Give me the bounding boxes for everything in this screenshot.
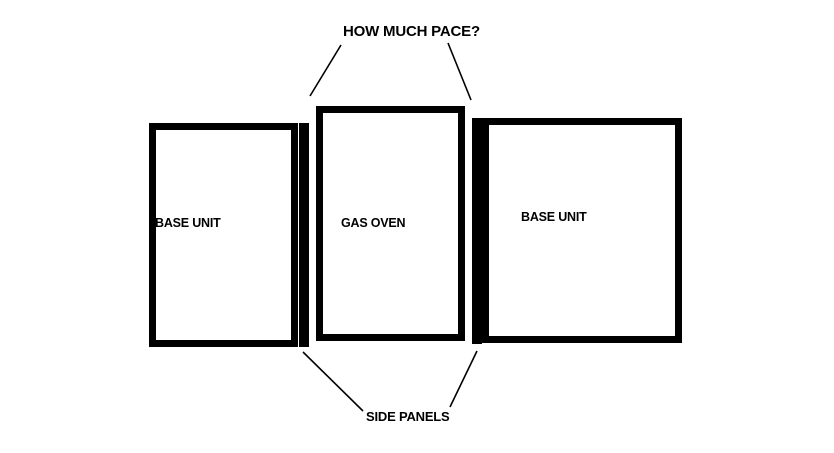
side-panel-left-rect[interactable] <box>299 123 309 347</box>
panel-leader-left-line <box>302 351 364 412</box>
gas-oven-rect[interactable] <box>316 106 465 341</box>
base-unit-right-rect[interactable] <box>482 118 682 343</box>
gas-oven-label: GAS OVEN <box>341 216 406 230</box>
side-panel-right-rect[interactable] <box>472 118 482 344</box>
side-panels-label: SIDE PANELS <box>366 409 450 424</box>
panel-leader-right-line <box>449 350 478 408</box>
title-leader-right-line <box>447 42 472 101</box>
base-unit-right-label: BASE UNIT <box>521 210 587 224</box>
diagram-title: HOW MUCH PACE? <box>343 23 480 40</box>
base-unit-left-label: BASE UNIT <box>155 216 221 230</box>
title-leader-left-line <box>309 44 342 97</box>
base-unit-left-rect[interactable] <box>149 123 298 347</box>
